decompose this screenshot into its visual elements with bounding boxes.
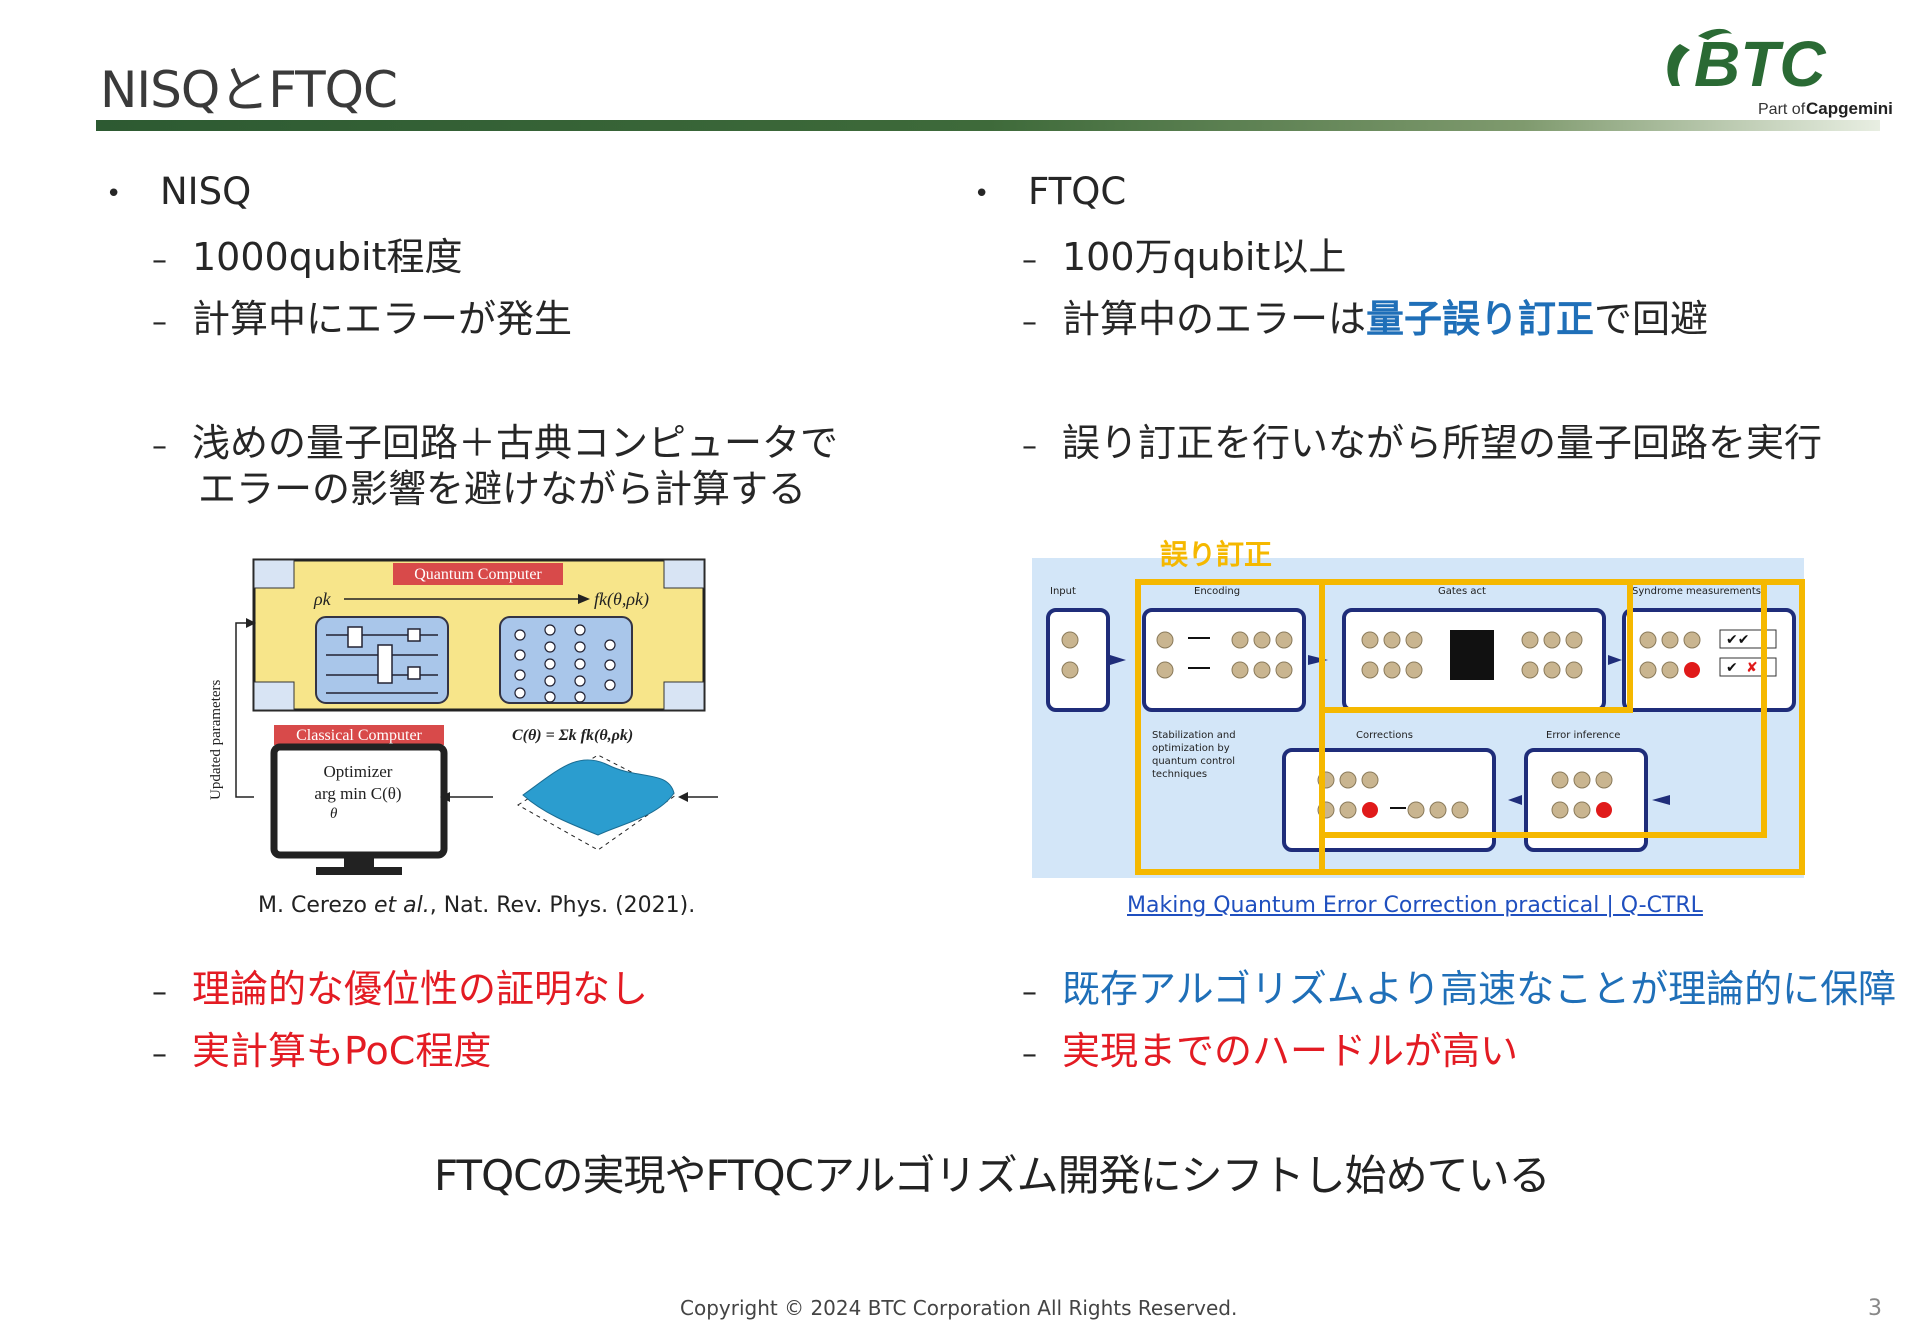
nisq-item: –計算中にエラーが発生	[152, 297, 573, 341]
nisq-con: –実計算もPoC程度	[152, 1029, 492, 1073]
nisq-con: –理論的な優位性の証明なし	[152, 967, 649, 1011]
svg-text:Corrections: Corrections	[1356, 730, 1413, 741]
page-number: 3	[1868, 1296, 1882, 1321]
ftqc-item: –誤り訂正を行いながら所望の量子回路を実行	[1022, 421, 1823, 465]
svg-text:✔: ✔	[1726, 660, 1738, 676]
summary-message: FTQCの実現やFTQCアルゴリズム開発にシフトし始めている	[434, 1151, 1551, 1200]
ftqc-item: –計算中のエラーは量子誤り訂正で回避	[1022, 297, 1709, 341]
svg-text:Encoding: Encoding	[1194, 586, 1240, 597]
page-title: NISQとFTQC	[100, 61, 398, 119]
ftqc-item: –100万qubit以上	[1022, 235, 1347, 279]
svg-text:θ: θ	[330, 806, 338, 822]
svg-text:fk(θ,ρk): fk(θ,ρk)	[594, 589, 649, 610]
figure-citation: M. Cerezo et al., Nat. Rev. Phys. (2021)…	[258, 893, 696, 918]
svg-text:✔✔: ✔✔	[1726, 632, 1749, 648]
svg-text:Quantum Computer: Quantum Computer	[414, 566, 542, 583]
copyright: Copyright © 2024 BTC Corporation All Rig…	[680, 1296, 1238, 1320]
svg-text:optimization by: optimization by	[1152, 743, 1230, 754]
svg-text:BTC: BTC	[1694, 28, 1826, 100]
ftqc-pro: –既存アルゴリズムより高速なことが理論的に保障	[1022, 967, 1897, 1011]
qctrl-link[interactable]: Making Quantum Error Correction practica…	[1127, 893, 1703, 918]
svg-text:Gates act: Gates act	[1438, 586, 1486, 597]
svg-text:Optimizer: Optimizer	[324, 762, 393, 781]
svg-text:Syndrome measurements: Syndrome measurements	[1632, 586, 1761, 597]
svg-text:techniques: techniques	[1152, 769, 1207, 780]
btc-logo: BTC Part of Capgemini	[1667, 28, 1893, 118]
nisq-heading: •NISQ	[106, 170, 252, 213]
svg-text:quantum control: quantum control	[1152, 756, 1235, 767]
svg-text:Stabilization and: Stabilization and	[1152, 730, 1236, 741]
vqa-diagram: Quantum Computer ρk fk(θ,ρk) Classical C…	[208, 558, 718, 875]
nisq-item-continued: エラーの影響を避けながら計算する	[198, 467, 807, 511]
svg-text:✘: ✘	[1746, 660, 1758, 676]
qec-workflow-diagram: 誤り訂正 Input Encoding Gates act Syndrome m…	[1032, 538, 1805, 878]
svg-text:C(θ) = Σk fk(θ,ρk): C(θ) = Σk fk(θ,ρk)	[512, 727, 633, 744]
svg-text:arg min C(θ): arg min C(θ)	[314, 784, 401, 803]
ftqc-con: –実現までのハードルが高い	[1022, 1029, 1519, 1073]
svg-text:Classical Computer: Classical Computer	[296, 727, 422, 744]
svg-text:Updated parameters: Updated parameters	[208, 679, 224, 800]
svg-text:Input: Input	[1050, 586, 1076, 597]
svg-text:Error inference: Error inference	[1546, 730, 1620, 741]
svg-text:Capgemini: Capgemini	[1806, 99, 1893, 118]
title-underline	[96, 120, 1880, 131]
nisq-item: –1000qubit程度	[152, 235, 463, 279]
ftqc-heading: •FTQC	[974, 170, 1127, 213]
svg-text:ρk: ρk	[313, 589, 332, 609]
nisq-item: –浅めの量子回路＋古典コンピュータで	[152, 421, 839, 465]
svg-text:誤り訂正: 誤り訂正	[1160, 538, 1272, 571]
svg-text:Part of: Part of	[1758, 101, 1806, 118]
